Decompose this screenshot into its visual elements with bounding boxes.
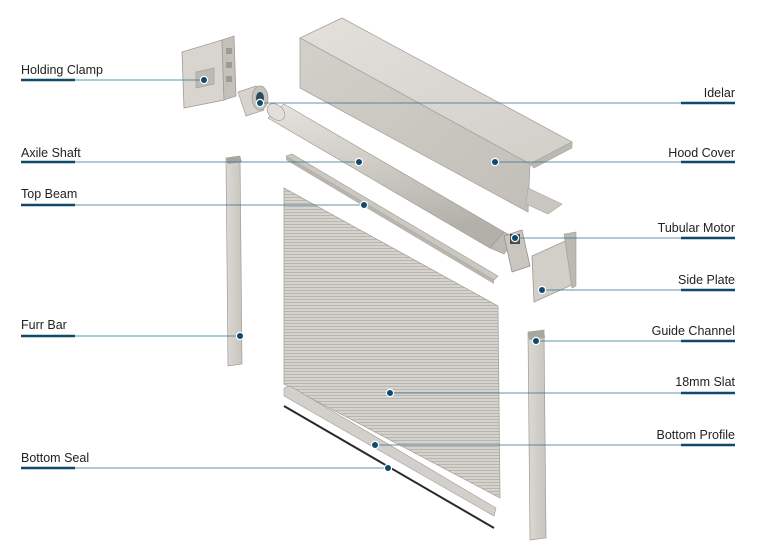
axile-shaft-part bbox=[266, 103, 505, 249]
hood-cover-face bbox=[299, 37, 531, 213]
callout-dot-bottom-seal bbox=[383, 463, 393, 473]
tubular-motor-part bbox=[489, 229, 531, 273]
top-beam-part bbox=[285, 153, 499, 284]
guide-channel-part bbox=[527, 329, 547, 541]
callout-dot-side-plate bbox=[537, 285, 547, 295]
callout-dot-tubular-motor bbox=[510, 233, 520, 243]
holding-clamp-part bbox=[181, 35, 237, 109]
callout-dot-guide-channel bbox=[531, 336, 541, 346]
label-side-plate: Side Plate bbox=[678, 273, 735, 287]
label-guide-channel: Guide Channel bbox=[651, 324, 735, 338]
slat-curtain-part bbox=[283, 187, 501, 499]
bottom-profile-part bbox=[283, 385, 497, 517]
callout-dot-18mm-slat bbox=[385, 388, 395, 398]
label-tubular-motor: Tubular Motor bbox=[657, 221, 735, 235]
hood-cover-lip bbox=[529, 141, 573, 169]
callout-dot-hood-cover bbox=[490, 157, 500, 167]
label-idelar: Idelar bbox=[703, 86, 735, 100]
label-holding-clamp: Holding Clamp bbox=[21, 63, 103, 77]
label-top-beam: Top Beam bbox=[21, 187, 78, 201]
callout-dot-idelar bbox=[255, 98, 265, 108]
callout-dot-holding-clamp bbox=[199, 75, 209, 85]
label-hood-cover: Hood Cover bbox=[668, 146, 735, 160]
callout-dot-top-beam bbox=[359, 200, 369, 210]
callout-dot-axile-shaft bbox=[354, 157, 364, 167]
label-bottom-seal: Bottom Seal bbox=[21, 451, 90, 465]
hood-cover-bottom-flange bbox=[525, 187, 563, 215]
label-axile-shaft: Axile Shaft bbox=[21, 146, 81, 160]
label-18mm-slat: 18mm Slat bbox=[675, 375, 735, 389]
leader-lines bbox=[21, 75, 735, 473]
label-furr-bar: Furr Bar bbox=[21, 318, 67, 332]
callout-dot-bottom-profile bbox=[370, 440, 380, 450]
callout-dot-furr-bar bbox=[235, 331, 245, 341]
hood-cover-part bbox=[299, 17, 573, 215]
label-bottom-profile: Bottom Profile bbox=[656, 428, 735, 442]
